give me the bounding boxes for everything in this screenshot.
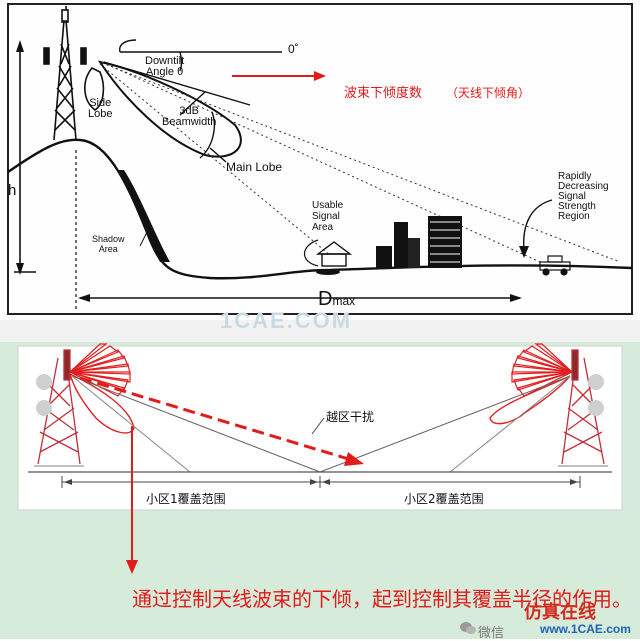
house-icon: [315, 241, 353, 267]
usable-signal-area-label: Usable Signal Area: [312, 200, 344, 233]
left-dish-icon-2: [36, 400, 52, 416]
right-long-lobe: [489, 375, 571, 425]
wechat-label: 微信: [478, 626, 505, 641]
city-buildings: [376, 216, 462, 268]
car-icon: [539, 255, 571, 276]
beam-center-line: [101, 61, 541, 263]
left-dish-icon: [36, 374, 52, 390]
site-url: www.1CAE.com: [540, 622, 631, 636]
zero-degree-label: 0˚: [288, 42, 299, 56]
beam-lower-line: [99, 63, 331, 256]
h-label: h: [8, 182, 17, 199]
shadow-area-label: Shadow Area: [92, 234, 125, 254]
right-dish-icon-2: [588, 400, 604, 416]
car-icon-small: [316, 269, 340, 275]
caption-text: 通过控制天线波束的下倾，起到控制其覆盖半径的作用。: [132, 587, 632, 611]
wechat-icon: [460, 622, 476, 634]
right-dish-icon: [588, 374, 604, 390]
interference-label: 越区干扰: [326, 410, 375, 424]
shadow-area-hatch: [118, 170, 170, 262]
dmax-sub: max: [332, 294, 356, 308]
interference-diagram: [17, 343, 623, 574]
interference-arrow: [79, 376, 353, 462]
site-logo: 仿真在线: [524, 602, 596, 623]
dmax-d: D: [318, 288, 333, 310]
side-lobe: [84, 67, 105, 111]
main-lobe: [97, 60, 242, 158]
left-long-lobe: [68, 372, 135, 434]
side-lobe-label: Side Lobe: [88, 97, 113, 120]
dmax-label: Dmax: [318, 288, 355, 311]
right-coverage-line: [319, 375, 571, 473]
downtilt-angle-label: Downtilt Angle θ: [145, 55, 185, 78]
rapidly-decreasing-label: Rapidly Decreasing Signal Strength Regio…: [558, 171, 609, 222]
right-beam-fan: [511, 343, 573, 397]
right-tower: [558, 349, 608, 467]
cell1-coverage-label: 小区1覆盖范围: [146, 492, 226, 506]
cn-downtilt-title: 波束下倾度数: [344, 86, 423, 101]
main-lobe-label: Main Lobe: [226, 160, 283, 174]
left-coverage-line: [71, 375, 321, 473]
beamwidth-label: 3dB Beamwidth: [162, 105, 217, 128]
top-diagram-panel: 0˚ Downtilt Angle θ Side Lobe 3dB Beamwi…: [0, 0, 640, 320]
cell2-coverage-label: 小区2覆盖范围: [404, 492, 484, 506]
tower: [43, 6, 87, 141]
bottom-diagram-panel: 越区干扰 小区1覆盖范围 小区2覆盖范围 通过控制天线波束的下倾，起到控制其覆盖…: [0, 342, 640, 641]
panel-gap: [0, 320, 640, 342]
diagram-border: [7, 3, 633, 315]
cn-downtilt-subtitle: （天线下倾角）: [446, 86, 531, 100]
terrain-line: [7, 138, 633, 280]
watermark: 1CAE.COM: [220, 308, 353, 333]
downtilt-diagram: [7, 3, 633, 315]
